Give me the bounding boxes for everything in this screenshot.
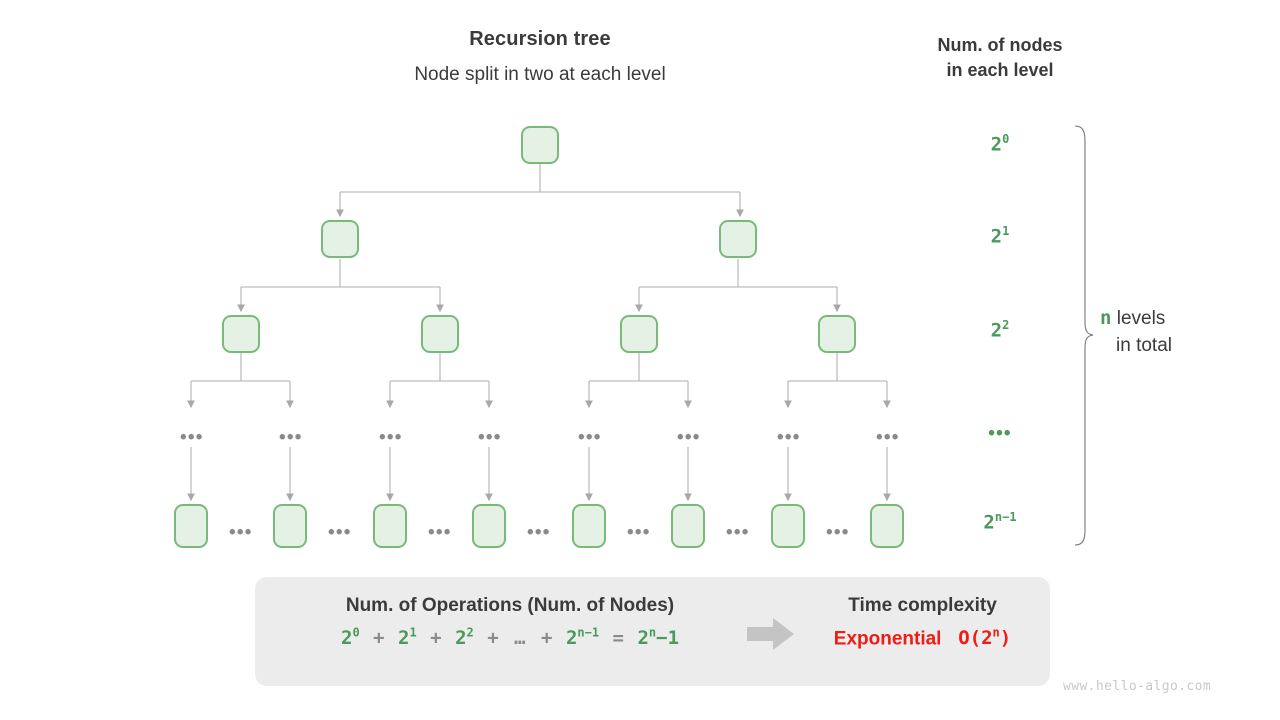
level-count-1-exp: 1 bbox=[1002, 224, 1010, 238]
level-count-3: ••• bbox=[988, 423, 1012, 444]
complexity-value: Exponential O(2n) bbox=[815, 626, 1030, 650]
tree-node bbox=[719, 220, 757, 258]
tree-leaf-node bbox=[671, 504, 705, 548]
tree-level4-ellipsis: ••• bbox=[578, 427, 602, 448]
levels-label-total: in total bbox=[1116, 335, 1172, 356]
tree-leaf-node bbox=[273, 504, 307, 548]
watermark: www.hello-algo.com bbox=[1063, 679, 1212, 694]
formula-ellipsis: … bbox=[514, 627, 526, 650]
tree-node bbox=[421, 315, 459, 353]
leaf-row-ellipsis: ••• bbox=[428, 522, 452, 543]
plus-4: + bbox=[541, 627, 553, 650]
term-2: 21 bbox=[398, 626, 417, 650]
complexity-heading: Time complexity bbox=[848, 595, 997, 616]
tree-node bbox=[321, 220, 359, 258]
complexity-panel: Time complexity Exponential O(2n) bbox=[815, 595, 1030, 650]
tree-node bbox=[620, 315, 658, 353]
level-count-4-exp: n−1 bbox=[994, 510, 1017, 524]
levels-label: levels bbox=[1116, 308, 1166, 329]
levels-annotation: n levels in total bbox=[1100, 305, 1250, 359]
tree-node bbox=[818, 315, 856, 353]
operations-heading: Num. of Operations (Num. of Nodes) bbox=[345, 595, 675, 616]
plus-2: + bbox=[430, 627, 442, 650]
right-heading-line1: Num. of nodes bbox=[937, 35, 1063, 55]
formula-result: 2n−1 bbox=[637, 626, 680, 650]
right-heading-line2: in each level bbox=[946, 60, 1054, 80]
level-count-1: 21 bbox=[955, 224, 1045, 247]
equals-sign: = bbox=[612, 627, 624, 650]
tree-level4-ellipsis: ••• bbox=[379, 427, 403, 448]
tree-leaf-node bbox=[771, 504, 805, 548]
tree-leaf-node bbox=[572, 504, 606, 548]
tree-leaf-node bbox=[174, 504, 208, 548]
term-1: 20 bbox=[340, 626, 360, 650]
level-count-4: 2n−1 bbox=[955, 510, 1045, 533]
leaf-row-ellipsis: ••• bbox=[627, 522, 651, 543]
leaf-row-ellipsis: ••• bbox=[527, 522, 551, 543]
tree-level4-ellipsis: ••• bbox=[478, 427, 502, 448]
tree-level4-ellipsis: ••• bbox=[777, 427, 801, 448]
summary-box: Num. of Operations (Num. of Nodes) 20 + … bbox=[255, 577, 1050, 686]
levels-count-value: n bbox=[1100, 307, 1112, 329]
levels-brace bbox=[1074, 125, 1094, 546]
level-count-1-base: 2 bbox=[990, 225, 1003, 248]
tree-level4-ellipsis: ••• bbox=[876, 427, 900, 448]
leaf-row-ellipsis: ••• bbox=[229, 522, 253, 543]
page-title: Recursion tree bbox=[469, 28, 611, 50]
level-count-2-base: 2 bbox=[990, 319, 1003, 342]
leaf-row-ellipsis: ••• bbox=[328, 522, 352, 543]
page-subtitle: Node split in two at each level bbox=[414, 64, 666, 85]
tree-leaf-node bbox=[870, 504, 904, 548]
right-column-heading: Num. of nodes in each level bbox=[880, 33, 1120, 83]
level-count-2-exp: 2 bbox=[1002, 318, 1010, 332]
leaf-row-ellipsis: ••• bbox=[826, 522, 850, 543]
tree-level4-ellipsis: ••• bbox=[677, 427, 701, 448]
tree-leaf-node bbox=[373, 504, 407, 548]
operations-panel: Num. of Operations (Num. of Nodes) 20 + … bbox=[285, 595, 735, 649]
level-count-0: 20 bbox=[955, 132, 1045, 155]
term-4: 2n−1 bbox=[565, 626, 600, 650]
leaf-row-ellipsis: ••• bbox=[726, 522, 750, 543]
tree-node bbox=[521, 126, 559, 164]
operations-formula: 20 + 21 + 22 + … + 2n−1 = 2n−1 bbox=[285, 626, 735, 649]
right-arrow-icon bbox=[747, 617, 795, 656]
term-3: 22 bbox=[455, 626, 474, 650]
complexity-big-o: O(2n) bbox=[958, 626, 1012, 650]
tree-level4-ellipsis: ••• bbox=[180, 427, 204, 448]
complexity-word: Exponential bbox=[833, 628, 942, 650]
level-count-0-base: 2 bbox=[990, 133, 1003, 156]
tree-node bbox=[222, 315, 260, 353]
level-count-0-exp: 0 bbox=[1002, 132, 1010, 146]
level-count-4-base: 2 bbox=[983, 511, 995, 534]
tree-level4-ellipsis: ••• bbox=[279, 427, 303, 448]
plus-1: + bbox=[373, 627, 385, 650]
level-count-2: 22 bbox=[955, 318, 1045, 341]
tree-leaf-node bbox=[472, 504, 506, 548]
plus-3: + bbox=[487, 627, 499, 650]
